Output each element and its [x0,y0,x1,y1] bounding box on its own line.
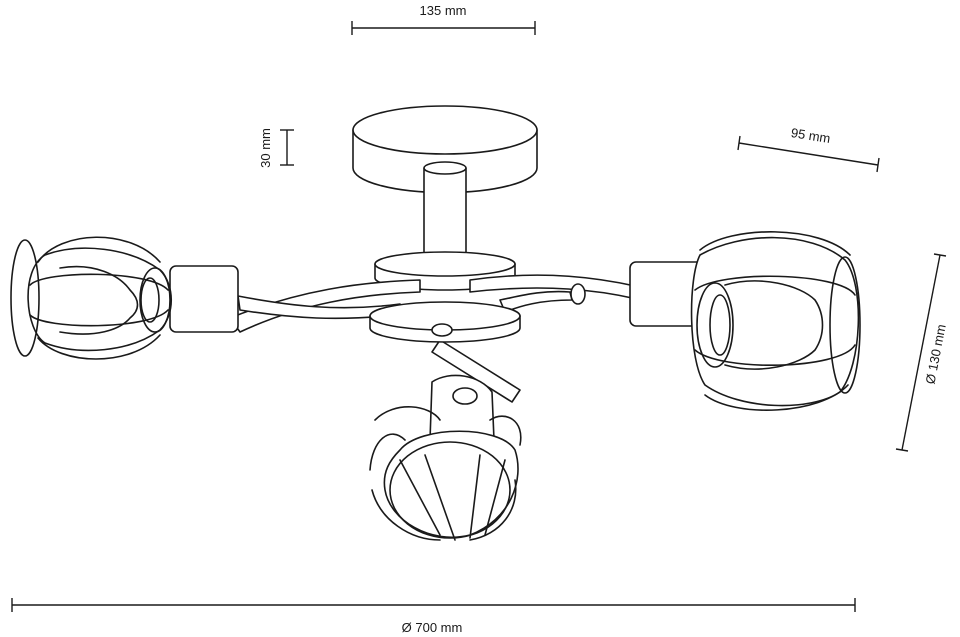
front-arm [431,339,521,403]
dim-shade-depth: 95 mm [737,125,880,173]
left-spotlight [10,236,239,360]
right-spotlight [629,231,861,411]
front-spotlight [369,374,522,541]
dim-canopy-height: 30 mm [258,128,294,168]
label-canopy-width: 135 mm [420,3,467,18]
label-shade-diameter: Ø 130 mm [922,323,948,385]
dim-canopy-width: 135 mm [351,3,536,35]
label-shade-depth: 95 mm [790,125,832,146]
dim-overall-diameter: Ø 700 mm [11,598,856,635]
right-arm [469,274,661,313]
label-overall-diameter: Ø 700 mm [402,620,463,635]
dim-shade-diameter: Ø 130 mm [895,253,949,452]
label-canopy-height: 30 mm [258,128,273,168]
lower-hub [369,301,521,343]
